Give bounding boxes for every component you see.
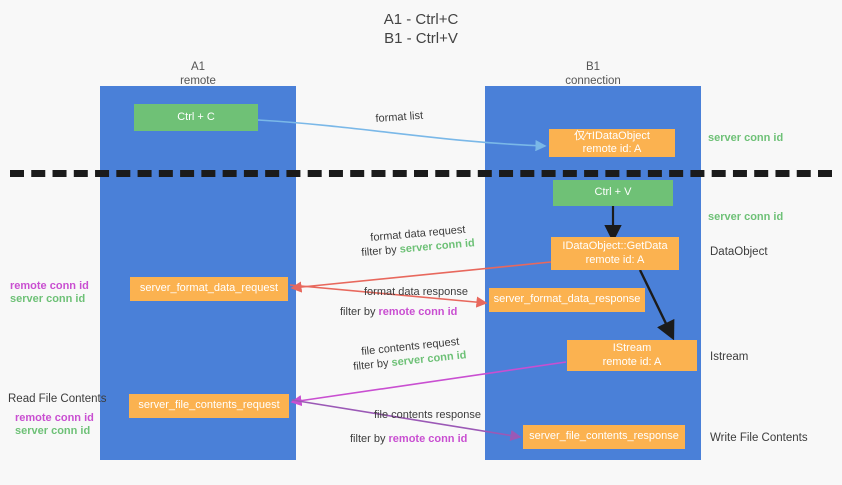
box-server-file-contents-request[interactable]: server_file_contents_request [129, 394, 289, 418]
box-getdata-line2: remote id: A [585, 253, 645, 266]
label-format-data-response: format data response [364, 286, 468, 298]
box-istream[interactable]: IStream remote id: A [567, 340, 697, 371]
page-title: A1 - Ctrl+C B1 - Ctrl+V [0, 10, 842, 48]
box-idataobject[interactable]: 仅⁄тIDataObject remote id: A [549, 129, 675, 157]
box-idataobject-line2: remote id: A [582, 143, 642, 155]
label-format-list: format list [375, 109, 424, 126]
box-server-file-contents-request-label: server_file_contents_request [138, 399, 280, 412]
label-dataobject: DataObject [710, 246, 768, 258]
lane-b1-sub: connection [565, 75, 621, 87]
lane-a1-sub: remote [180, 75, 216, 87]
box-server-format-data-request-label: server_format_data_request [139, 282, 279, 295]
lane-header-b1: B1 connection [513, 60, 673, 88]
box-ctrl-v-label: Ctrl + V [594, 186, 632, 199]
label-fdres-filter-prefix: filter by [340, 306, 379, 318]
label-fcres-filter-value: remote conn id [388, 433, 468, 445]
label-istream: Istream [710, 351, 749, 363]
box-server-format-data-response-label: server_format_data_response [493, 293, 641, 306]
label-fdreq-filter-prefix: filter by [360, 243, 401, 260]
box-getdata-line1: IDataObject::GetData [562, 240, 668, 252]
box-idataobject-line1: 仅⁄тIDataObject [574, 129, 650, 142]
label-fcreq-filter-prefix: filter by [352, 357, 393, 374]
label-file-contents-response: file contents response [374, 409, 482, 421]
box-istream-line2: remote id: A [602, 355, 662, 368]
label-left-remote-conn-id-2: remote conn id [15, 412, 94, 424]
box-server-format-data-response[interactable]: server_format_data_response [489, 288, 645, 312]
label-right-server-conn-id-top: server conn id [708, 132, 784, 144]
label-left-server-conn-id-2: server conn id [15, 425, 91, 437]
phase-divider [10, 170, 832, 177]
label-left-remote-conn-id-1: remote conn id [10, 280, 89, 292]
label-fdres-filter-value: remote conn id [378, 306, 458, 318]
label-file-contents-response-filter: filter by remote conn id [350, 432, 467, 446]
box-istream-line1: IStream [612, 342, 652, 354]
lane-b1-name: B1 [585, 61, 601, 73]
label-read-file-contents: Read File Contents [8, 393, 107, 405]
label-write-file-contents: Write File Contents [710, 432, 808, 444]
label-left-server-conn-id-1: server conn id [10, 293, 86, 305]
lane-header-a1: A1 remote [118, 60, 278, 88]
box-ctrl-c-label: Ctrl + C [177, 110, 215, 123]
lane-a1-name: A1 [190, 61, 206, 73]
box-ctrl-v[interactable]: Ctrl + V [553, 180, 673, 206]
box-server-file-contents-response[interactable]: server_file_contents_response [523, 425, 685, 449]
box-ctrl-c[interactable]: Ctrl + C [134, 104, 258, 131]
label-fcres-filter-prefix: filter by [350, 433, 389, 445]
label-format-data-response-filter: filter by remote conn id [340, 305, 457, 319]
box-server-format-data-request[interactable]: server_format_data_request [130, 277, 288, 301]
label-right-server-conn-id-mid: server conn id [708, 211, 784, 223]
box-server-file-contents-response-label: server_file_contents_response [529, 430, 679, 443]
box-idataobject-getdata[interactable]: IDataObject::GetData remote id: A [551, 237, 679, 270]
title-line-1: A1 - Ctrl+C [383, 11, 459, 28]
title-line-2: B1 - Ctrl+V [384, 30, 458, 47]
